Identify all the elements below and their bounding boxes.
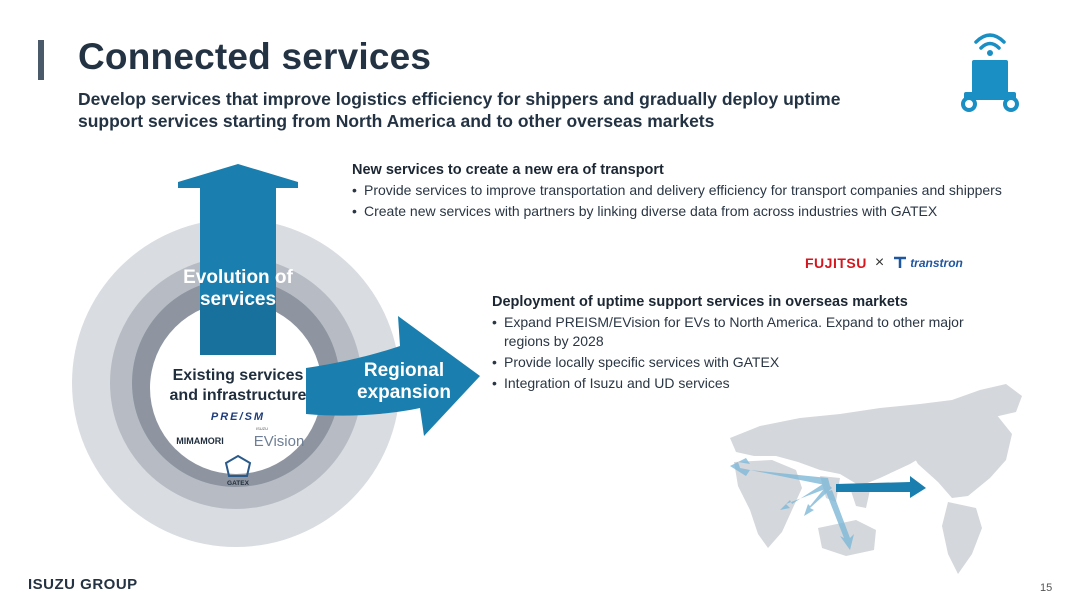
center-label-1: Existing services xyxy=(173,367,304,384)
evolution-label-1: Evolution of xyxy=(183,267,293,288)
list-item: Integration of Isuzu and UD services xyxy=(492,374,1012,393)
map-south-asia xyxy=(850,488,870,508)
expansion-label-1: Regional xyxy=(364,360,444,381)
evision-logo: EVision xyxy=(254,433,305,450)
map-north-america xyxy=(898,408,1012,498)
page-subtitle: Develop services that improve logistics … xyxy=(78,89,841,131)
gatex-logo: GATEX xyxy=(227,480,250,487)
list-item: Provide services to improve transportati… xyxy=(352,181,1002,200)
list-item: Expand PREISM/EVision for EVs to North A… xyxy=(492,313,1012,351)
times-symbol: × xyxy=(874,254,885,271)
asia-to-oceania-arrow xyxy=(826,490,854,550)
new-services-section: New services to create a new era of tran… xyxy=(352,162,1002,223)
page-number: 15 xyxy=(1040,582,1053,594)
title-accent-bar xyxy=(38,40,44,80)
core-circle xyxy=(150,302,322,474)
evolution-label-2: services xyxy=(200,289,276,310)
asia-to-seasia-arrow xyxy=(804,484,832,516)
connected-truck-icon xyxy=(961,33,1019,112)
map-africa xyxy=(734,460,802,548)
list-item: Provide locally specific services with G… xyxy=(492,353,1012,372)
services-diagram: Evolution of services Regional expansion… xyxy=(72,164,480,547)
brand-footer: ISUZU GROUP xyxy=(28,576,138,593)
asia-to-africa-arrow xyxy=(780,482,828,510)
partner-logos: FUJITSU × transtron xyxy=(805,254,963,272)
page-title: Connected services xyxy=(78,36,432,77)
evision-small-label: ISUZU xyxy=(256,426,268,431)
new-services-heading: New services to create a new era of tran… xyxy=(352,162,664,178)
mimamori-logo: MIMAMORI xyxy=(176,436,224,446)
fujitsu-logo: FUJITSU xyxy=(805,255,867,271)
gatex-logo-mark xyxy=(224,454,252,477)
expansion-label-2: expansion xyxy=(357,382,451,403)
transtron-text: transtron xyxy=(910,256,963,270)
preism-logo: PRE/SM xyxy=(211,411,265,423)
uptime-support-heading: Deployment of uptime support services in… xyxy=(492,294,908,310)
map-south-america xyxy=(942,502,982,574)
center-label-2: and infrastructure xyxy=(170,387,307,404)
asia-to-north-america-arrow xyxy=(836,476,926,498)
transtron-logo: transtron xyxy=(892,256,963,270)
asia-to-europe-arrow xyxy=(730,458,830,486)
uptime-support-section: Deployment of uptime support services in… xyxy=(492,294,1012,395)
expansion-arrow xyxy=(306,316,480,436)
map-europe-asia xyxy=(730,384,1022,486)
transtron-mark-icon xyxy=(894,256,907,268)
world-map xyxy=(730,384,1022,574)
list-item: Create new services with partners by lin… xyxy=(352,202,1002,221)
